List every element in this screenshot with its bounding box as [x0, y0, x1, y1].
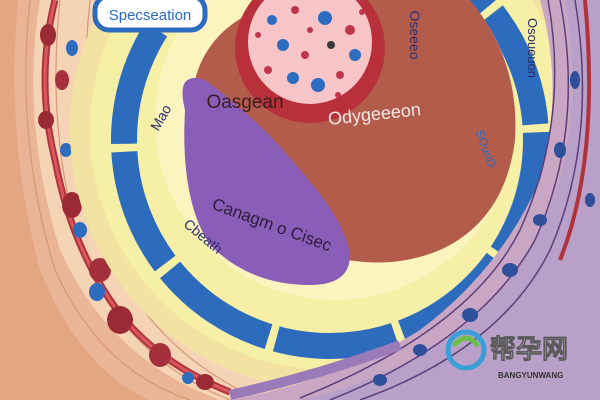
- red-cell: [40, 24, 56, 46]
- blue-cells-left: [60, 40, 194, 384]
- label-top-left: Specseation: [109, 7, 192, 24]
- watermark: 帮孕网 BANGYUNWANG: [445, 329, 568, 380]
- left-tissue-layer: [0, 0, 220, 400]
- blood-vessel-right: [558, 0, 592, 261]
- blue-cell: [89, 283, 105, 301]
- watermark-subtitle: BANGYUNWANG: [498, 371, 563, 380]
- blue-cell: [60, 143, 72, 157]
- lower-vessel: [228, 340, 402, 400]
- top-left-label-pill: [92, 0, 208, 33]
- purple-lobe: [182, 78, 350, 285]
- muscle-fibers: [299, 0, 584, 400]
- blue-cell: [73, 222, 87, 238]
- watermark-logo-leaf-icon: [452, 335, 480, 348]
- label-top-right: Oseeeo: [407, 10, 423, 59]
- left-tissue-outer: [0, 0, 150, 400]
- red-cell: [55, 70, 69, 90]
- watermark-logo-icon: [445, 329, 487, 371]
- red-cell: [196, 374, 214, 390]
- red-cell: [107, 306, 133, 334]
- blue-band: [111, 0, 549, 359]
- blue-band-inner-edge: [137, 0, 523, 333]
- watermark-title: 帮孕网: [490, 334, 568, 364]
- right-muscle-inner: [300, 0, 600, 400]
- right-blue-cells: [373, 71, 595, 386]
- label-far-right: Osoueuon: [525, 18, 540, 78]
- blue-cell: [66, 40, 78, 56]
- red-cell: [38, 111, 54, 129]
- label-center-upper: Oasgean: [206, 92, 283, 113]
- blue-cell: [182, 372, 194, 384]
- nucleus-dots: [255, 6, 365, 98]
- red-cell: [62, 192, 82, 218]
- red-cell: [89, 258, 111, 282]
- red-cell: [149, 343, 171, 367]
